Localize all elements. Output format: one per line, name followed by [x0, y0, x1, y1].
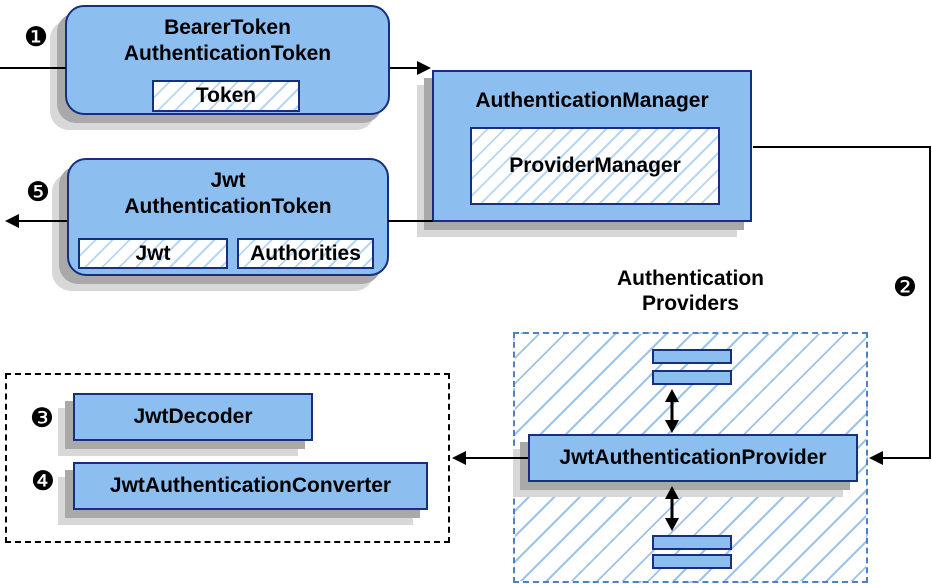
jwt-decoder-label: JwtDecoder: [133, 405, 253, 428]
jwt-token-title-line1: Jwt: [210, 169, 246, 192]
jwt-authentication-provider-label: JwtAuthenticationProvider: [559, 446, 827, 469]
token-field: Token: [152, 80, 300, 112]
provider-slot-bar: [652, 554, 732, 569]
jwt-provider-internals-group: [5, 373, 450, 543]
provider-manager-label: ProviderManager: [509, 154, 681, 177]
providers-group-title-line1: Authentication: [617, 267, 764, 290]
providers-group-title: Authentication Providers: [513, 266, 868, 316]
step-3-badge: ❸: [29, 403, 55, 434]
jwt-authentication-converter-node: JwtAuthenticationConverter: [73, 462, 428, 510]
jwt-field: Jwt: [78, 238, 228, 269]
arrowhead-left-icon: [452, 451, 466, 465]
authorities-field: Authorities: [237, 238, 374, 269]
arrowhead-left-icon: [5, 214, 19, 228]
provider-slot-bar: [652, 349, 732, 364]
authentication-manager-title: AuthenticationManager: [475, 89, 709, 112]
arrowhead-right-icon: [417, 61, 431, 75]
token-field-label: Token: [195, 84, 257, 107]
step-4-badge: ❹: [30, 466, 56, 497]
provider-slot-bar: [652, 535, 732, 550]
jwt-field-label: Jwt: [135, 241, 171, 265]
bearer-token-title-line2: AuthenticationToken: [123, 42, 332, 65]
provider-slot-bar: [652, 370, 732, 385]
authorities-field-label: Authorities: [250, 241, 361, 265]
jwt-decoder-node: JwtDecoder: [73, 393, 313, 441]
bearer-token-authentication-token-node: BearerToken AuthenticationToken: [65, 5, 390, 115]
jwt-authentication-provider-node: JwtAuthenticationProvider: [528, 434, 858, 482]
jwt-token-title-line2: AuthenticationToken: [124, 195, 332, 218]
providers-group-title-line2: Providers: [642, 292, 739, 315]
jwt-authentication-converter-label: JwtAuthenticationConverter: [109, 474, 392, 497]
step-1-badge: ❶: [23, 22, 49, 53]
bearer-token-title-line1: BearerToken: [164, 16, 291, 39]
arrowhead-left-icon: [869, 451, 883, 465]
step-5-badge: ❺: [25, 177, 51, 208]
provider-manager-field: ProviderManager: [470, 127, 720, 205]
step-2-badge: ❷: [892, 272, 918, 303]
